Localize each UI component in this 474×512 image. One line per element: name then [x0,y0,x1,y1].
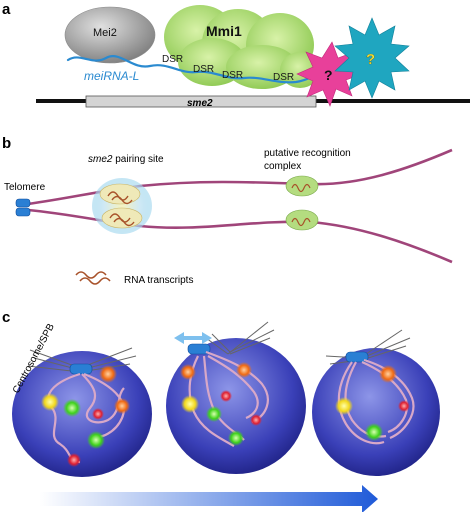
meirna-l-strand [66,55,328,84]
pairing-site-body [99,183,141,205]
pairing-site-text: pairing site [112,154,164,165]
recognition-label-line2: complex [264,161,301,172]
locus-marker-red [250,414,262,426]
chromosome-strand [363,358,415,440]
telomere-cap [15,198,31,208]
recognition-label-line1: putative recognition [264,148,351,159]
spb-icon [345,351,369,363]
locus-marker-green [87,431,105,449]
recognition-complex [285,209,319,231]
locus-marker-green [228,430,244,446]
locus-marker-orange [379,365,397,383]
question-mark-teal: ? [366,51,375,68]
nucleus-stage-1: Centrosome/SPB [11,322,152,477]
locus-marker-red [92,408,104,420]
nucleus-stage-3 [312,329,440,476]
locus-marker-orange [236,362,252,378]
locus-marker-green [63,399,81,417]
mei2-protein [64,6,156,64]
nucleus-stage-2 [166,321,306,474]
locus-marker-green [365,423,383,441]
dsr-label: DSR [162,54,183,65]
locus-marker-yellow [335,397,353,415]
chromosome-strand [205,350,269,424]
progression-arrow [40,485,378,512]
recognition-complex [285,175,319,197]
chromosome-lower [27,208,453,264]
panel-c-label: c [2,309,10,326]
oscillation-arrow-icon [174,332,212,344]
pairing-site-rna [107,191,135,227]
sme2-gene-label: sme2 [187,98,213,109]
recognition-complex-rna [291,183,311,227]
dsr-label: DSR [222,70,243,81]
locus-marker-yellow [181,395,199,413]
mei2-label: Mei2 [93,27,117,39]
rna-transcripts-legend-label: RNA transcripts [124,275,193,286]
pairing-site-label: sme2 pairing site [88,154,164,165]
chromosome-upper [27,148,453,206]
meirna-l-label: meiRNA-L [84,69,139,83]
unknown-factor-star-teal [334,17,410,99]
locus-marker-yellow [41,393,59,411]
locus-marker-red [220,390,232,402]
pairing-site-gene: sme2 [88,154,113,165]
dsr-label: DSR [273,72,294,83]
telomere-label: Telomere [4,182,46,193]
spb-icon [187,343,211,355]
locus-marker-red [398,400,410,412]
spb-icon [69,363,93,375]
dsr-label: DSR [193,64,214,75]
sme2-gene-box [85,95,317,108]
panel-a-label: a [2,1,11,18]
rna-transcripts-legend-icon [75,271,111,285]
locus-marker-orange [114,398,130,414]
chromosome-strand [361,360,408,434]
chromosome-strand [207,355,259,420]
locus-marker-red [67,453,81,467]
chromosome-strand [337,361,385,445]
pairing-site-body [101,207,143,229]
locus-marker-orange [180,364,196,380]
question-mark-pink: ? [324,67,333,83]
locus-marker-orange [99,365,117,383]
telomere-cap [15,207,31,217]
mmi1-label: Mmi1 [206,23,242,39]
panel-b-label: b [2,135,11,152]
microtubules [205,321,275,355]
locus-marker-green [206,406,222,422]
